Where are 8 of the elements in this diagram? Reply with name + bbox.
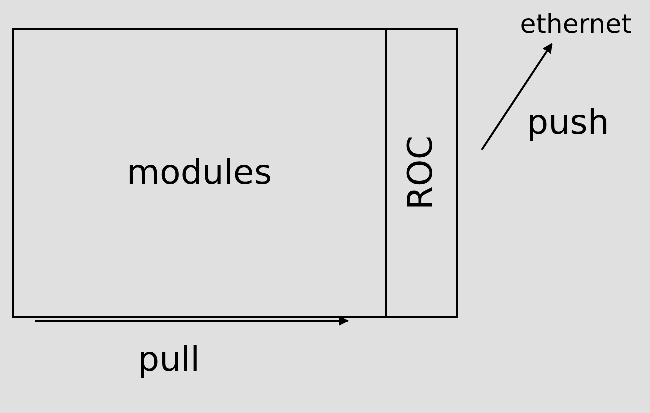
direction-label: pull <box>138 340 200 380</box>
box-label: modules <box>126 153 272 193</box>
module-box <box>12 28 387 318</box>
box-label: ROC <box>402 136 442 210</box>
ethernet-text: ethernet <box>506 6 646 44</box>
roc-box <box>385 28 458 318</box>
edge-label: push <box>527 103 610 143</box>
arrow <box>481 43 553 151</box>
